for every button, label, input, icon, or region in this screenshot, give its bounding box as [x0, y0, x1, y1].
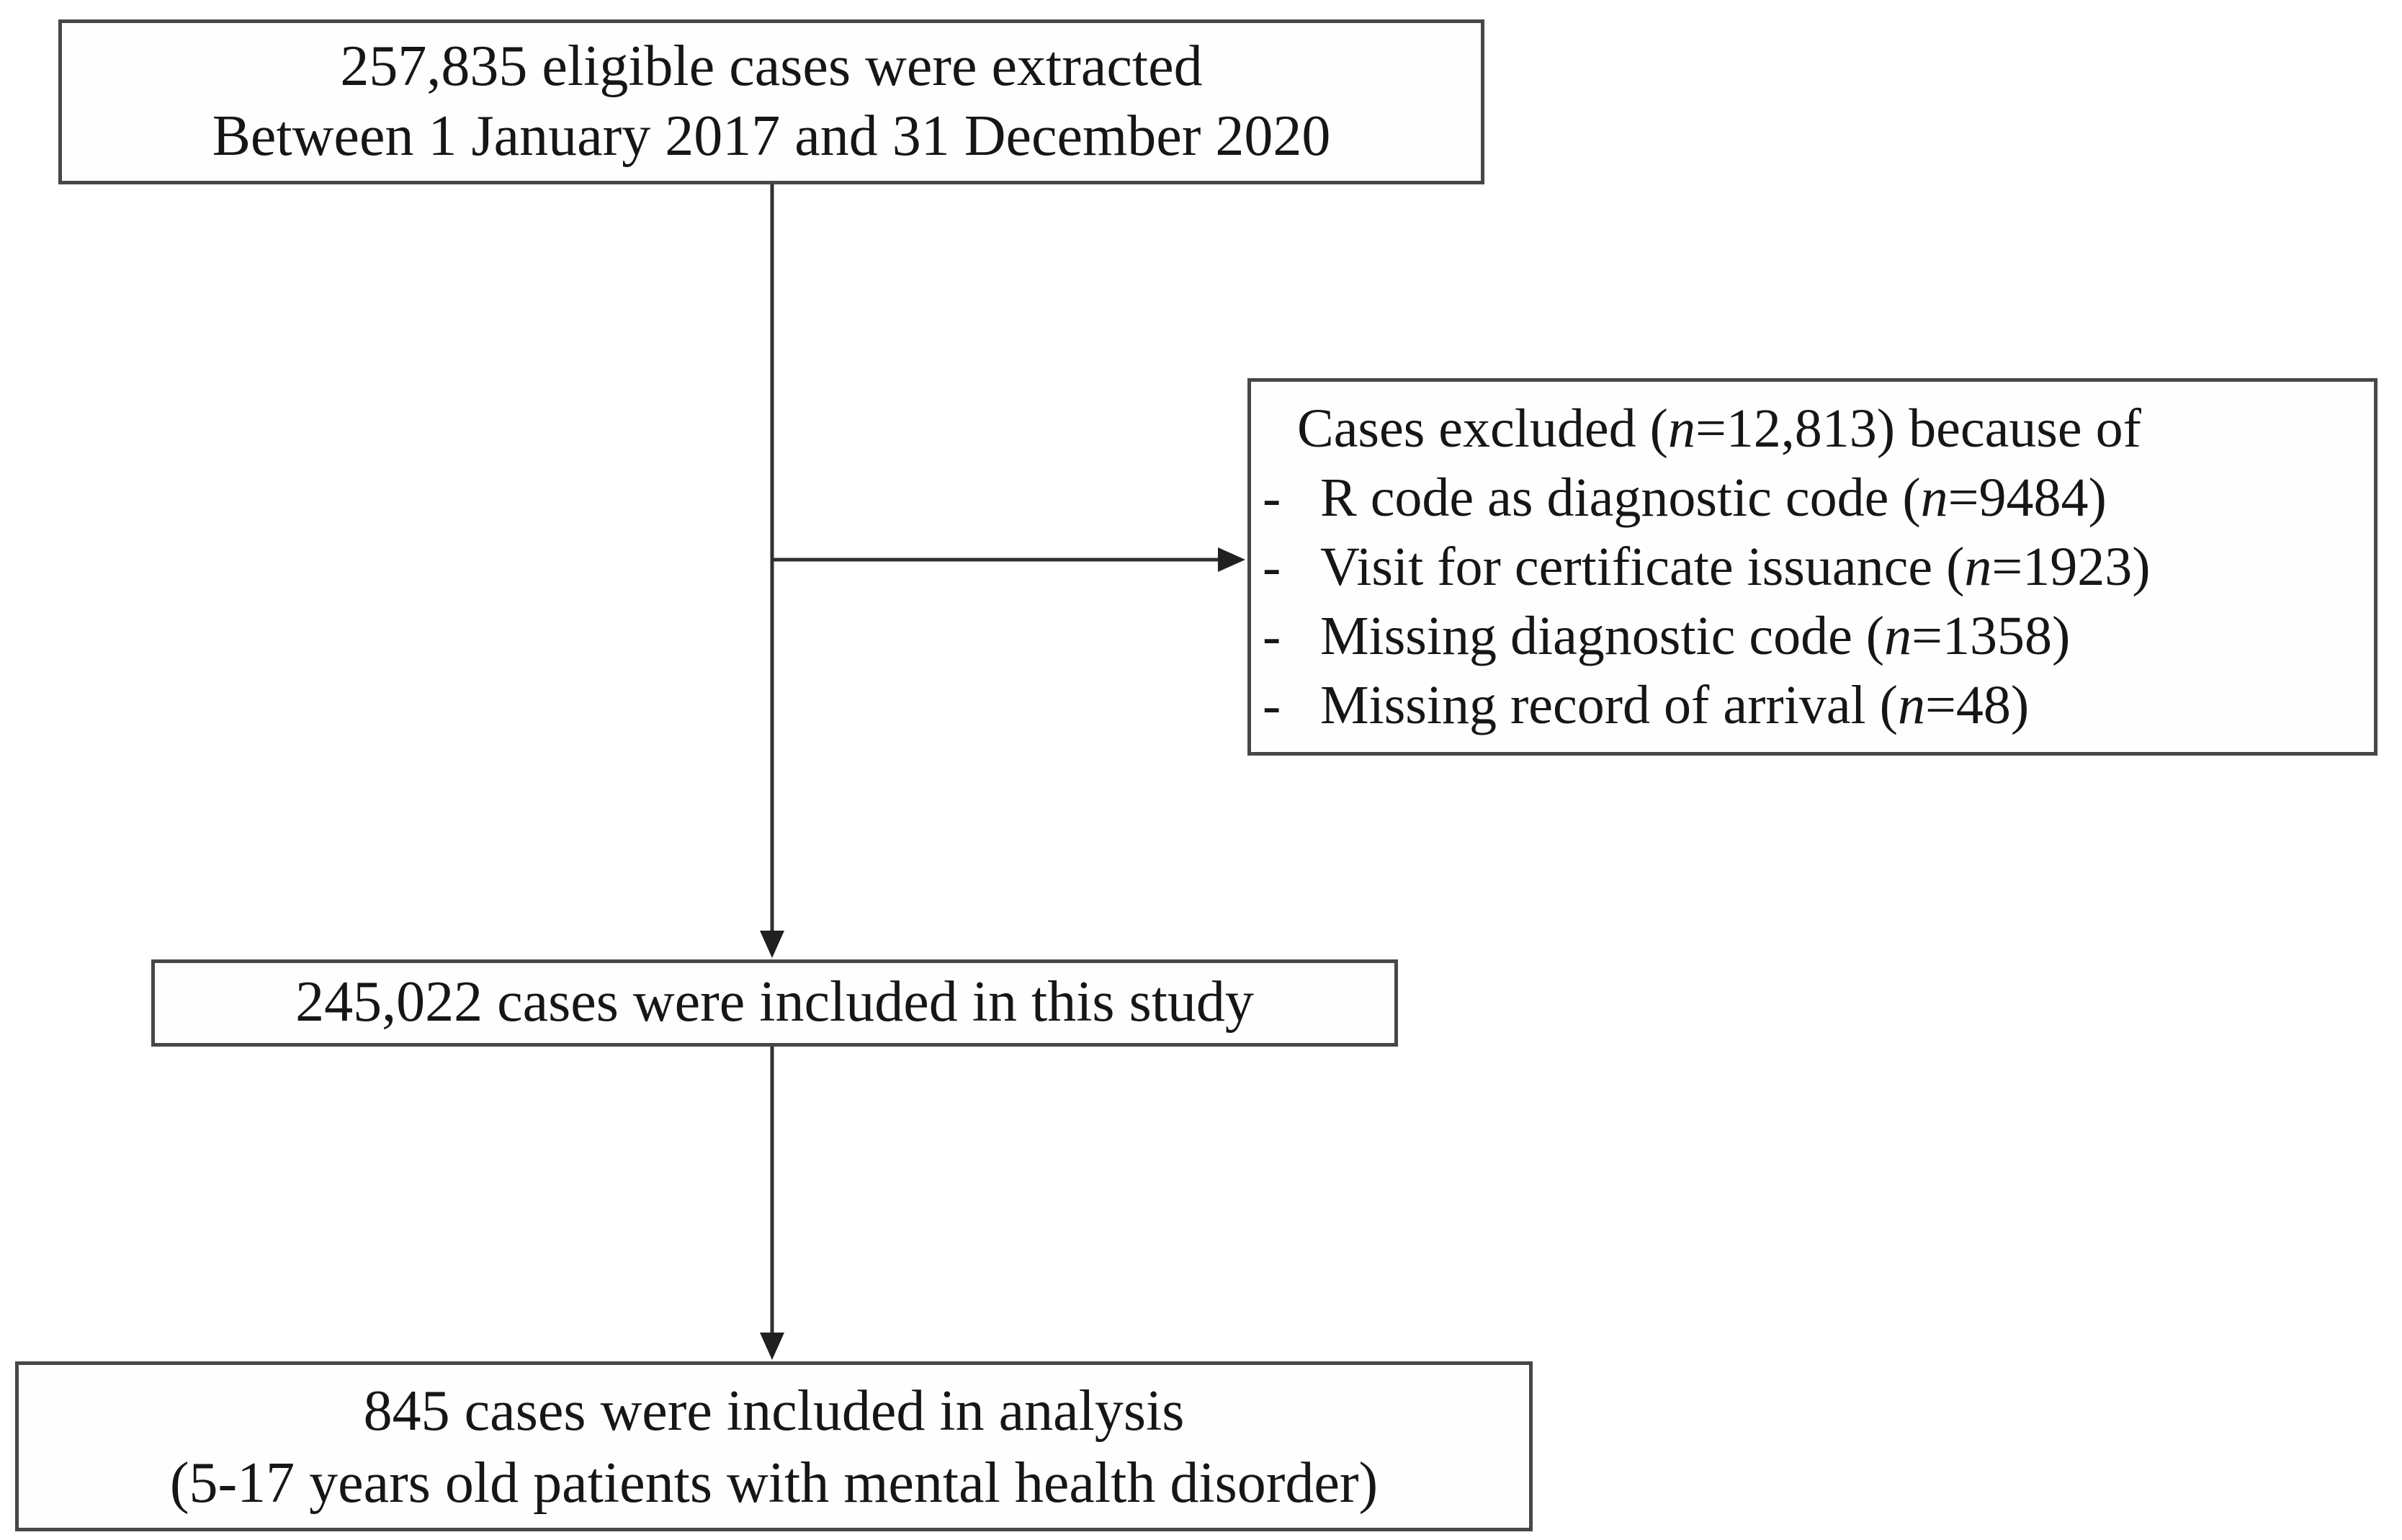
box-cases-excluded: Cases excluded (n=12,813) because of - R…	[1247, 378, 2378, 756]
arrow-eligible-to-included	[760, 184, 784, 958]
excluded-item-r-code: - R code as diagnostic code (n=9484)	[1251, 463, 2374, 532]
excluded-item-n: n	[1897, 675, 1925, 735]
excluded-header-pre: Cases excluded (	[1297, 398, 1668, 459]
arrow-branch-to-excluded	[772, 547, 1245, 572]
eligible-line1: 257,835 eligible cases were extracted	[340, 35, 1203, 98]
excluded-item-count: =1358)	[1912, 606, 2071, 666]
excluded-item-text: Missing record of arrival (	[1320, 675, 1898, 735]
box-included-cases: 245,022 cases were included in this stud…	[151, 959, 1398, 1047]
excluded-item-missing-code: - Missing diagnostic code (n=1358)	[1251, 601, 2374, 671]
excluded-item-text: Visit for certificate issuance (	[1320, 537, 1965, 597]
excluded-item-missing-arrival: - Missing record of arrival (n=48)	[1251, 671, 2374, 740]
eligible-line2: Between 1 January 2017 and 31 December 2…	[212, 104, 1331, 168]
excluded-header: Cases excluded (n=12,813) because of	[1251, 394, 2374, 463]
excluded-item-n: n	[1920, 467, 1948, 528]
excluded-item-bullet: -	[1263, 606, 1281, 666]
excluded-item-text: Missing diagnostic code (	[1320, 606, 1885, 666]
excluded-item-count: =9484)	[1948, 467, 2107, 528]
excluded-item-bullet: -	[1263, 537, 1281, 597]
excluded-item-certificate: - Visit for certificate issuance (n=1923…	[1251, 532, 2374, 601]
excluded-item-n: n	[1884, 606, 1912, 666]
excluded-item-bullet: -	[1263, 467, 1281, 528]
included-line1: 245,022 cases were included in this stud…	[295, 970, 1254, 1034]
excluded-item-count: =1923)	[1991, 537, 2151, 597]
box-analysis-cases: 845 cases were included in analysis (5-1…	[15, 1361, 1533, 1531]
excluded-item-n: n	[1964, 537, 1992, 597]
excluded-item-text: R code as diagnostic code (	[1320, 467, 1921, 528]
excluded-header-post: =12,813) because of	[1695, 398, 2141, 459]
excluded-item-count: =48)	[1924, 675, 2030, 735]
excluded-item-bullet: -	[1263, 675, 1281, 735]
arrow-included-to-analysis	[760, 1047, 784, 1360]
analysis-line2: (5-17 years old patients with mental hea…	[169, 1451, 1379, 1515]
excluded-header-n: n	[1667, 398, 1695, 459]
analysis-line1: 845 cases were included in analysis	[363, 1379, 1185, 1443]
box-eligible-cases: 257,835 eligible cases were extracted Be…	[58, 19, 1484, 184]
